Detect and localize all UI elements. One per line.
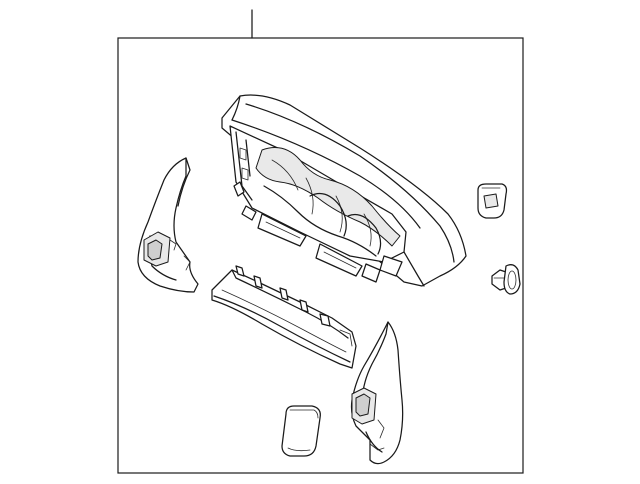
clip — [477, 183, 508, 219]
right-side-panel — [350, 321, 404, 465]
cover-cap — [281, 405, 321, 457]
push-pin-fastener — [491, 264, 521, 295]
lower-trim-panel — [211, 265, 357, 369]
dash-pad-housing — [221, 94, 467, 287]
diagram-frame — [117, 37, 524, 474]
left-side-panel — [137, 157, 199, 293]
